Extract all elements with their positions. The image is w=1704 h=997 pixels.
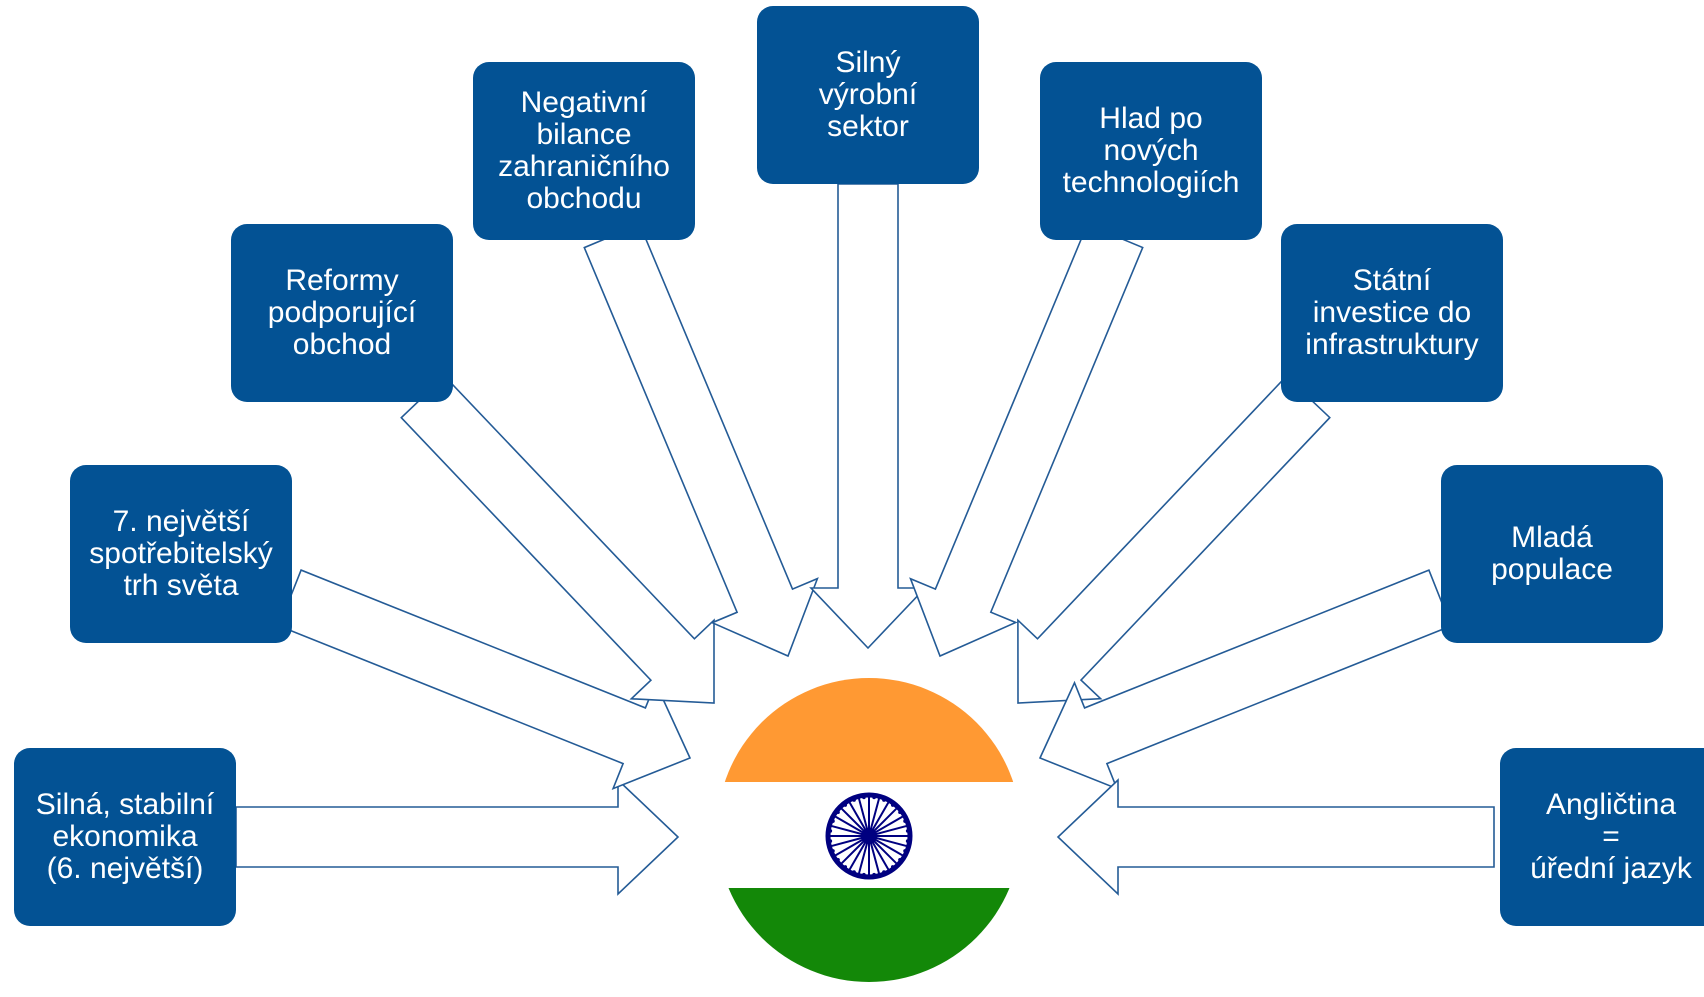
box-negativni-bilance: Negativní bilance zahraničního obchodu	[473, 62, 695, 240]
flag-saffron-band	[717, 678, 1021, 782]
box-statni-investice: Státní investice do infrastruktury	[1281, 224, 1503, 402]
box-label: Reformy podporující obchod	[267, 264, 417, 361]
arrow-silna-stabilni-ekonomika	[235, 778, 680, 896]
arrow-negativni-bilance	[583, 223, 819, 658]
box-label: Státní investice do infrastruktury	[1305, 264, 1479, 361]
box-hlad-po-technologiich: Hlad po nových technologiích	[1040, 62, 1262, 240]
arrow-silny-vyrobni-sektor	[809, 183, 927, 650]
india-flag-icon	[717, 678, 1021, 982]
arrow-statni-investice	[1017, 375, 1331, 704]
box-mlada-populace: Mladá populace	[1441, 465, 1663, 643]
arrows-layer	[235, 183, 1495, 896]
box-label: Negativní bilance zahraničního obchodu	[498, 86, 670, 215]
box-nejvetsi-spotrebitelsky-trh: 7. největší spotřebitelský trh světa	[70, 465, 292, 643]
box-silna-stabilni-ekonomika: Silná, stabilní ekonomika (6. největší)	[14, 748, 236, 926]
box-silny-vyrobni-sektor: Silný výrobní sektor	[757, 6, 979, 184]
box-label: Hlad po nových technologiích	[1062, 102, 1240, 199]
box-reformy-podporujici-obchod: Reformy podporující obchod	[231, 224, 453, 402]
arrow-anglictina-uredni-jazyk	[1056, 778, 1495, 896]
arrow-mlada-populace	[1038, 569, 1453, 791]
ashoka-chakra-icon	[825, 792, 913, 880]
arrow-reformy-podporujici-obchod	[400, 375, 715, 704]
box-label: 7. největší spotřebitelský trh světa	[89, 505, 273, 602]
flag-green-band	[717, 888, 1021, 982]
box-label: Mladá populace	[1491, 521, 1613, 586]
box-label: Silná, stabilní ekonomika (6. největší)	[35, 788, 215, 885]
arrow-hlad-po-technologiich	[909, 223, 1144, 658]
box-label: Angličtina = úřední jazyk	[1530, 788, 1692, 885]
arrow-nejvetsi-spotrebitelsky-trh	[277, 569, 692, 791]
box-label: Silný výrobní sektor	[818, 46, 918, 143]
box-anglictina-uredni-jazyk: Angličtina = úřední jazyk	[1500, 748, 1704, 926]
